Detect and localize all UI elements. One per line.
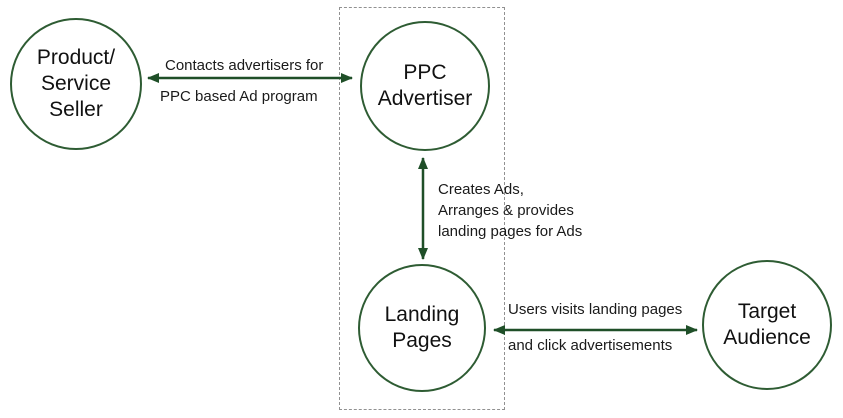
node-label-line: Target — [737, 300, 797, 323]
node-label-line: Audience — [723, 326, 811, 349]
system-boundary-box — [339, 7, 505, 410]
node-landing-pages: Landing Pages — [358, 264, 486, 392]
edge-label-line: Creates Ads, — [438, 181, 524, 198]
node-label-line: Pages — [392, 329, 452, 352]
node-label-line: Advertiser — [377, 87, 473, 110]
node-label-line: Landing — [384, 303, 460, 326]
node-target-audience: Target Audience — [702, 260, 832, 390]
edge-label-line: Arranges & provides — [438, 202, 574, 219]
edge-label-seller-advertiser-line2: PPC based Ad program — [160, 88, 318, 105]
edge-label-advertiser-landing: Creates Ads, Arranges & provides landing… — [438, 179, 582, 242]
node-label-line: Seller — [49, 98, 103, 121]
edge-label-landing-audience-line1: Users visits landing pages — [508, 301, 683, 318]
node-label-line: Product/ — [36, 46, 116, 69]
node-label-line: Service — [40, 72, 112, 95]
node-label-line: PPC — [403, 61, 447, 84]
edge-label-line: landing pages for Ads — [438, 223, 583, 240]
edge-label-seller-advertiser-line1: Contacts advertisers for — [165, 57, 324, 74]
node-ppc-advertiser: PPC Advertiser — [360, 21, 490, 151]
node-product-service-seller: Product/ Service Seller — [10, 18, 142, 150]
edge-label-landing-audience-line2: and click advertisements — [508, 337, 673, 354]
